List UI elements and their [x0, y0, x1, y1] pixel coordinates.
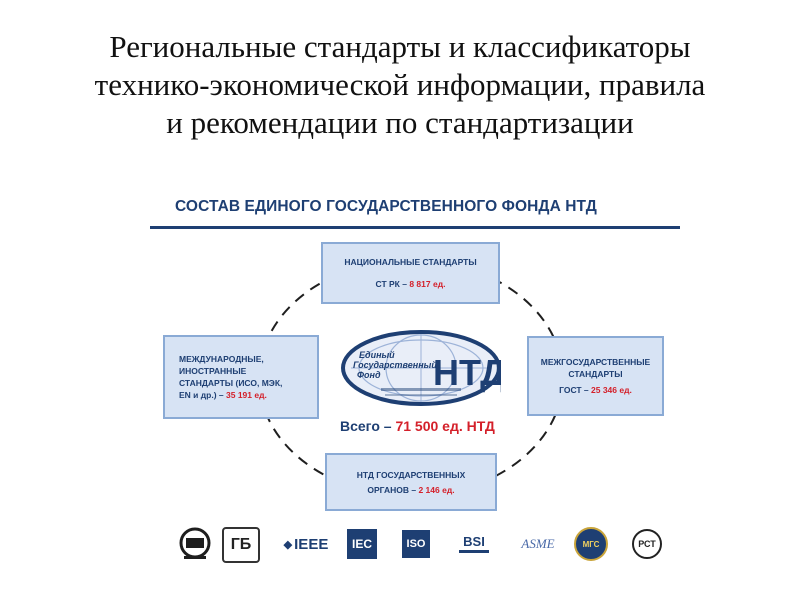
international-standards-box: МЕЖДУНАРОДНЫЕ, ИНОСТРАННЫЕ СТАНДАРТЫ (ИС…: [163, 335, 319, 419]
logo-row: ГБ ◆IEEE IEC ISO BSI ASME МГС РСТ: [170, 526, 670, 566]
intl-line-2: ИНОСТРАННЫЕ: [179, 366, 247, 376]
ntd-fund-logo: Единый Государственный Фонд НТД: [341, 330, 501, 406]
intl-line-1: МЕЖДУНАРОДНЫЕ,: [179, 354, 264, 364]
gov-line-1: НТД ГОСУДАРСТВЕННЫХ: [356, 469, 466, 480]
title-line-1: Региональные стандарты и классификаторы: [109, 29, 691, 64]
asme-logo-icon: ASME: [521, 536, 555, 551]
iso-logo-icon: ISO: [402, 530, 430, 558]
logo-text-3: Фонд: [357, 370, 381, 380]
diagram-heading: СОСТАВ ЕДИНОГО ГОСУДАРСТВЕННОГО ФОНДА НТ…: [175, 198, 597, 215]
ieee-logo-icon: ◆IEEE: [283, 535, 329, 553]
government-ntd-box: НТД ГОСУДАРСТВЕННЫХ ОРГАНОВ – 2 146 ед.: [325, 453, 497, 511]
interstate-prefix: ГОСТ –: [559, 385, 592, 395]
interstate-standards-box: МЕЖГОСУДАРСТВЕННЫЕ СТАНДАРТЫ ГОСТ – 25 3…: [527, 336, 664, 416]
total-count: 71 500 ед. НТД: [395, 418, 495, 434]
title-line-2: технико-экономической информации, правил…: [94, 67, 706, 102]
intl-count: 35 191 ед.: [226, 390, 267, 400]
total-label: Всего – 71 500 ед. НТД: [340, 418, 540, 434]
intl-line-3: СТАНДАРТЫ (ИСО, МЭК,: [179, 378, 283, 388]
mgs-logo-icon: МГС: [574, 527, 608, 561]
iec-logo-icon: IEC: [347, 529, 377, 559]
logo-text-2: Государственный: [353, 360, 437, 370]
logo-text-1: Единый: [359, 350, 395, 360]
interstate-line-1: МЕЖГОСУДАРСТВЕННЫЕ: [540, 357, 651, 367]
slide-title: Региональные стандарты и классификаторы …: [20, 28, 780, 142]
interstate-line-2: СТАНДАРТЫ: [568, 369, 623, 379]
national-count: 8 817 ед.: [409, 279, 446, 289]
bsi-text: BSI: [463, 534, 485, 549]
astm-logo-icon: [179, 527, 211, 559]
gost-logo-icon: ГБ: [222, 527, 260, 563]
logo-big-text: НТД: [433, 352, 501, 393]
heading-divider: [150, 226, 680, 229]
national-prefix: СТ РК –: [375, 279, 410, 289]
title-line-3: и рекомендации по стандартизации: [166, 105, 634, 140]
national-standards-box: НАЦИОНАЛЬНЫЕ СТАНДАРТЫ СТ РК – 8 817 ед.: [321, 242, 500, 304]
gov-count: 2 146 ед.: [418, 484, 455, 495]
national-label: НАЦИОНАЛЬНЫЕ СТАНДАРТЫ: [344, 257, 477, 267]
rst-logo-icon: РСТ: [632, 529, 662, 559]
total-prefix: Всего –: [340, 418, 396, 434]
intl-prefix: EN и др.) –: [179, 390, 226, 400]
interstate-count: 25 346 ед.: [591, 385, 632, 395]
bsi-logo-icon: BSI: [456, 529, 492, 559]
ieee-text: IEEE: [294, 535, 329, 553]
gov-prefix: ОРГАНОВ –: [367, 484, 419, 495]
